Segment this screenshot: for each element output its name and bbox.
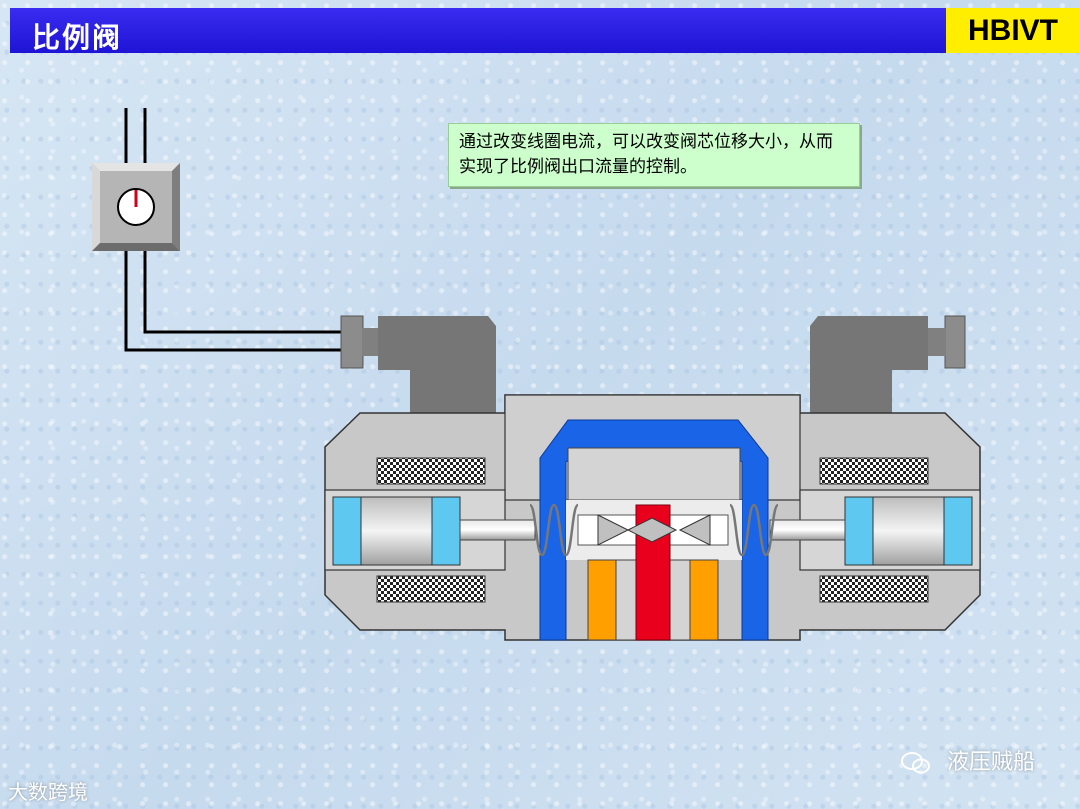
wechat-icon xyxy=(901,752,930,774)
page-title: 比例阀 xyxy=(32,21,123,54)
brand-label: HBIVT xyxy=(968,14,1058,47)
watermark-left: 大数跨境 xyxy=(8,776,88,805)
right-solenoid-connector xyxy=(810,315,966,414)
return-springs xyxy=(528,503,780,557)
signal-wires xyxy=(124,108,345,352)
title-bar: 比例阀 xyxy=(10,8,946,54)
explanation-callout: 通过改变线圈电流，可以改变阀芯位移大小，从而实现了比例阀出口流量的控制。 xyxy=(448,123,860,187)
dial-icon xyxy=(117,188,155,226)
watermark-right-label: 液压贼船 xyxy=(947,750,1036,775)
current-controller-box xyxy=(92,163,180,251)
solenoid-coils xyxy=(376,457,929,603)
ports xyxy=(587,504,719,641)
callout-text: 通过改变线圈电流，可以改变阀芯位移大小，从而实现了比例阀出口流量的控制。 xyxy=(459,132,833,177)
watermark-left-label: 大数跨境 xyxy=(8,780,88,804)
brand-badge: HBIVT xyxy=(946,8,1080,53)
left-solenoid-connector xyxy=(340,315,496,414)
watermark-right: 液压贼船 xyxy=(900,744,1035,776)
left-armature xyxy=(332,496,461,566)
push-rods xyxy=(459,519,846,541)
right-armature xyxy=(844,496,973,566)
